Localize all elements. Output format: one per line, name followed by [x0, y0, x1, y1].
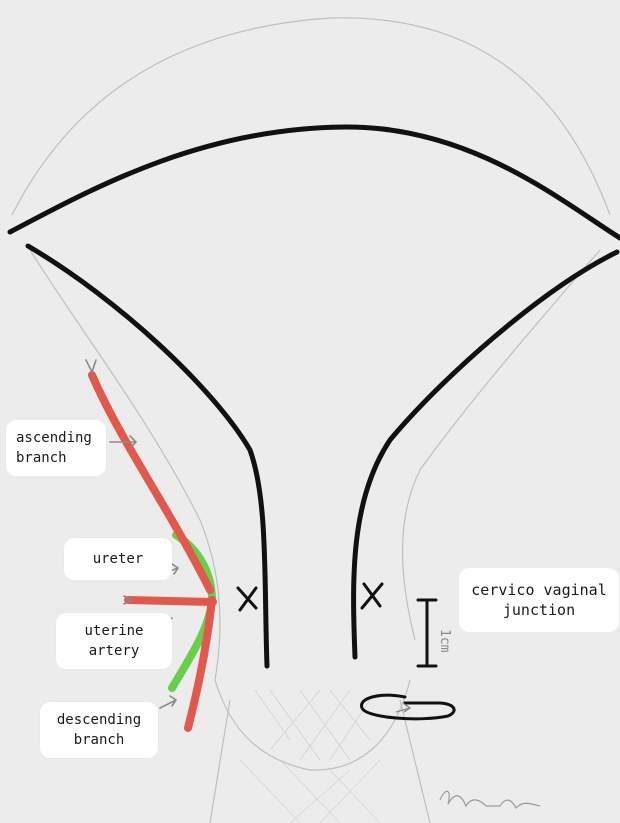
descending-branch-line [188, 600, 212, 728]
uterine-label-line1: uterine [84, 621, 143, 641]
descending-label-line1: descending [57, 710, 141, 730]
label-ascending-branch: ascending branch [6, 420, 106, 476]
descending-label-line2: branch [74, 730, 125, 750]
cavity-top-outline [10, 127, 620, 238]
uterine-artery-line [128, 600, 213, 602]
left-x-mark [238, 588, 256, 610]
descending-pointer-icon [160, 696, 176, 708]
cervix-sketch [215, 680, 410, 770]
cervix-hatch [255, 690, 370, 760]
label-descending-branch: descending branch [40, 702, 158, 758]
label-cervico-vaginal-junction: cervico vaginal junction [459, 568, 619, 632]
ascending-tip-icon [86, 360, 96, 372]
uterine-label-line2: artery [89, 641, 140, 661]
cervico-label-line1: cervico vaginal [471, 580, 606, 600]
right-x-mark [362, 584, 382, 608]
ureter-label-text: ureter [93, 549, 144, 569]
measurement-bracket [418, 600, 436, 666]
signature [440, 791, 540, 808]
label-uterine-artery: uterine artery [56, 613, 172, 669]
measurement-label: 1cm [437, 629, 452, 653]
ascending-label-line1: ascending [16, 428, 92, 448]
ascending-label-line2: branch [16, 448, 67, 468]
label-ureter: ureter [64, 538, 172, 580]
cervico-label-line2: junction [503, 600, 575, 620]
